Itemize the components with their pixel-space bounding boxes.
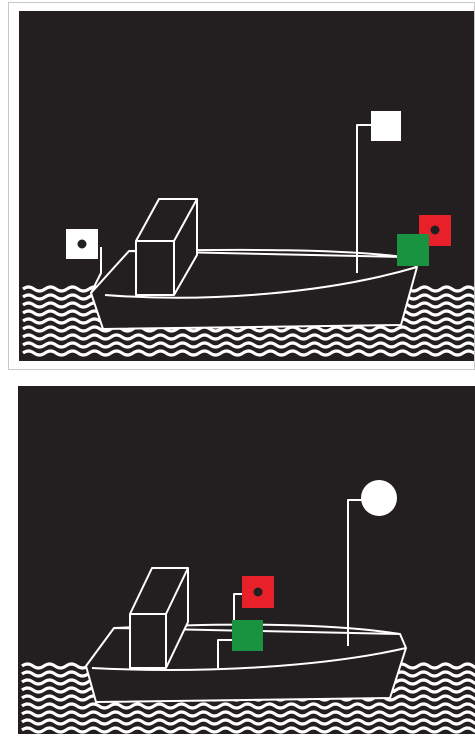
masthead-white-light (361, 480, 397, 516)
stern-white-light (66, 229, 98, 259)
masthead-white-light (371, 111, 401, 141)
green-sidelight (397, 234, 429, 266)
green-sidelight (232, 620, 263, 651)
figure-panel-bottom (8, 376, 475, 740)
figure-panel-top (8, 2, 475, 370)
red-sidelight (242, 576, 274, 608)
boat-diagram-top (9, 3, 474, 369)
boat-diagram-bottom (8, 376, 475, 740)
